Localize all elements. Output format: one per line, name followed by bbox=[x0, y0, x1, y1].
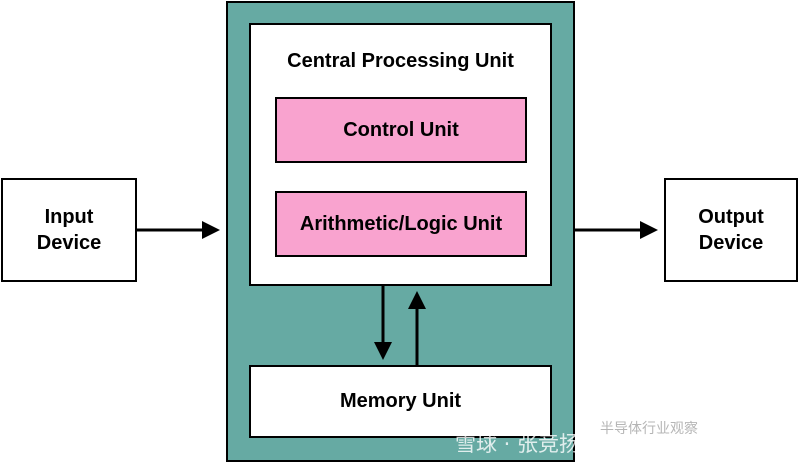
control-unit-box: Control Unit bbox=[275, 97, 527, 163]
watermark-author-text: 雪球 · 张竞扬-摩尔精英CEO bbox=[455, 432, 717, 456]
memory-unit-box: Memory Unit bbox=[249, 365, 552, 438]
cpu-title: Central Processing Unit bbox=[287, 50, 514, 72]
output-device-box: Output Device bbox=[664, 178, 798, 282]
input-device-box: Input Device bbox=[1, 178, 137, 282]
watermark-source-text: 半导体行业观察 bbox=[600, 421, 698, 437]
alu-box: Arithmetic/Logic Unit bbox=[275, 191, 527, 257]
